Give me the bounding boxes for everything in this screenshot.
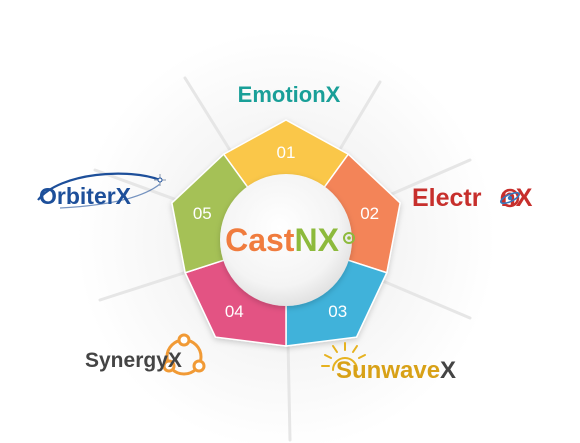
atom-icon — [500, 188, 520, 208]
center-logo: CastNX — [225, 222, 339, 258]
brand-synergyx-part2: X — [168, 349, 182, 372]
center-logo-mark — [343, 232, 355, 244]
segment-label-01: 01 — [277, 143, 296, 162]
center-logo-cast: Cast — [225, 222, 295, 258]
brand-sunwavex-part1: Sunwave — [336, 357, 440, 384]
center-logo-nx: NX — [294, 222, 339, 258]
brand-emotionx: EmotionX — [238, 82, 341, 107]
brand-synergyx: SynergyX — [85, 333, 206, 376]
brand-orbiterx-text: OrbiterX — [39, 183, 132, 209]
segment-label-05: 05 — [193, 204, 212, 223]
svg-text:SunwaveX: SunwaveX — [336, 357, 456, 384]
brand-sunwavex: SunwaveX — [321, 342, 456, 384]
segment-label-02: 02 — [360, 204, 379, 223]
network-icon — [162, 333, 206, 376]
sun-icon — [321, 342, 366, 371]
center-hub — [220, 174, 352, 306]
segment-number-labels: 01 02 03 04 05 — [193, 143, 379, 321]
segment-label-03: 03 — [328, 302, 347, 321]
brand-synergyx-part1: Synergy — [85, 349, 168, 372]
brand-orbiterx: OrbiterX — [37, 172, 166, 209]
brand-electronx-part1: Electr — [412, 184, 482, 212]
svg-text:SynergyX: SynergyX — [85, 349, 182, 372]
orbit-swoosh-icon — [37, 172, 166, 209]
segment-label-04: 04 — [225, 302, 244, 321]
brand-sunwavex-part2: X — [440, 357, 456, 384]
